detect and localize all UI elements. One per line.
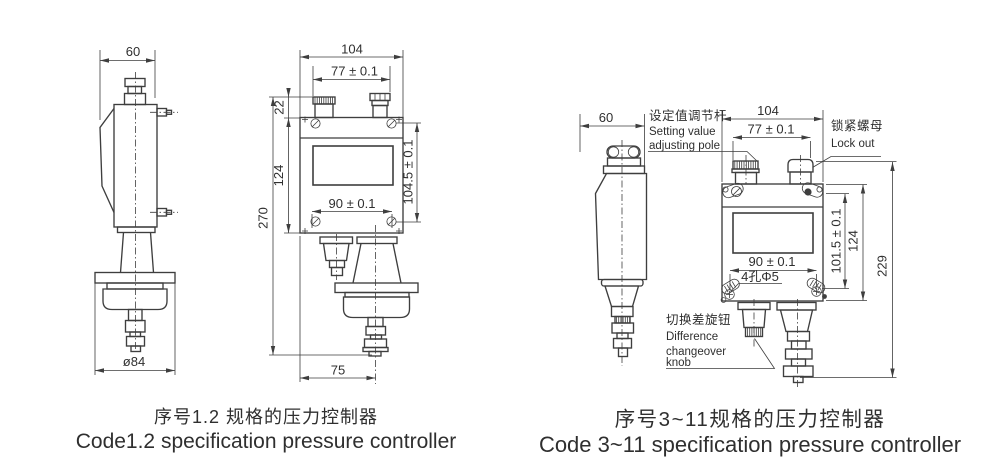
pressure-port-stem <box>776 299 817 389</box>
dim-side-height: 101.5 ± 0.1 <box>829 209 844 274</box>
left-figure: 60 ø84 <box>76 42 457 454</box>
dim-base-diameter: ø84 <box>123 354 145 369</box>
dim-side-height: 104.5 ± 0.1 <box>401 140 416 205</box>
corner-bracket-top-left <box>722 182 744 199</box>
microswitch-connector <box>319 234 354 280</box>
right-figure: 60 <box>539 103 961 457</box>
dim-side-width: 60 <box>126 44 140 59</box>
dim-overall-height: 270 <box>256 207 271 229</box>
dim-top-span: 77 ± 0.1 <box>331 64 378 79</box>
callout-diff-knob-en3: knob <box>666 357 691 369</box>
right-caption-en: Code 3~11 specification pressure control… <box>539 432 961 457</box>
adjusting-screw-fitting <box>312 96 336 119</box>
corner-bracket-bottom-right <box>806 277 827 299</box>
dim-body-height: 124 <box>846 230 861 252</box>
callout-lock-nut: 锁紧螺母 Lock out <box>812 118 883 168</box>
dim-front-width: 104 <box>341 42 363 57</box>
callout-setting-pole-en1: Setting value <box>649 126 716 138</box>
corner-bracket-bottom-left <box>720 278 740 303</box>
corner-bracket-top-right <box>801 182 824 198</box>
dim-side-width: 60 <box>599 110 613 125</box>
left-caption-zh: 序号1.2 规格的压力控制器 <box>154 407 378 427</box>
right-front-view: 104 77 ± 0.1 90 ± 0.1 4孔Φ5 101.5 ± 0.1 1… <box>720 103 897 389</box>
callout-diff-knob-zh: 切换差旋钮 <box>666 312 731 327</box>
lock-nut-cap <box>787 155 814 185</box>
dim-body-height: 124 <box>271 165 286 187</box>
dim-overall-height: 229 <box>875 255 890 277</box>
mounting-screws <box>310 118 397 227</box>
callout-lock-nut-zh: 锁紧螺母 <box>831 118 883 133</box>
dim-bottom-span: 90 ± 0.1 <box>329 196 376 211</box>
callout-diff-knob: 切换差旋钮 Difference changeover knob <box>666 312 776 369</box>
dim-top-span: 77 ± 0.1 <box>748 122 795 137</box>
left-front-view: 104 77 ± 0.1 22 124 270 90 ± 0.1 104.5 ±… <box>256 42 421 384</box>
left-side-view: 60 ø84 <box>94 44 178 375</box>
setting-value-adjusting-pole <box>731 155 760 185</box>
difference-changeover-knob <box>737 299 771 347</box>
callout-setting-pole-en2: adjusting pole <box>649 140 720 152</box>
right-side-view: 60 <box>579 110 648 366</box>
dim-holes-note: 4孔Φ5 <box>741 269 779 284</box>
callout-diff-knob-en2: changeover <box>666 346 726 358</box>
dim-front-width: 104 <box>757 103 779 118</box>
right-caption-zh: 序号3~11规格的压力控制器 <box>615 408 886 431</box>
lock-nut-fitting <box>369 92 391 119</box>
dim-bottom-offset: 75 <box>331 363 345 378</box>
dim-bottom-span: 90 ± 0.1 <box>749 254 796 269</box>
left-caption-en: Code1.2 specification pressure controlle… <box>76 430 457 453</box>
pressure-port <box>334 225 419 384</box>
callout-setting-pole: 设定值调节杆 Setting value adjusting pole <box>648 108 758 162</box>
dim-top-offset: 22 <box>272 100 287 114</box>
callout-setting-pole-zh: 设定值调节杆 <box>649 108 727 123</box>
callout-lock-nut-en: Lock out <box>831 138 875 150</box>
callout-diff-knob-en1: Difference <box>666 331 718 343</box>
